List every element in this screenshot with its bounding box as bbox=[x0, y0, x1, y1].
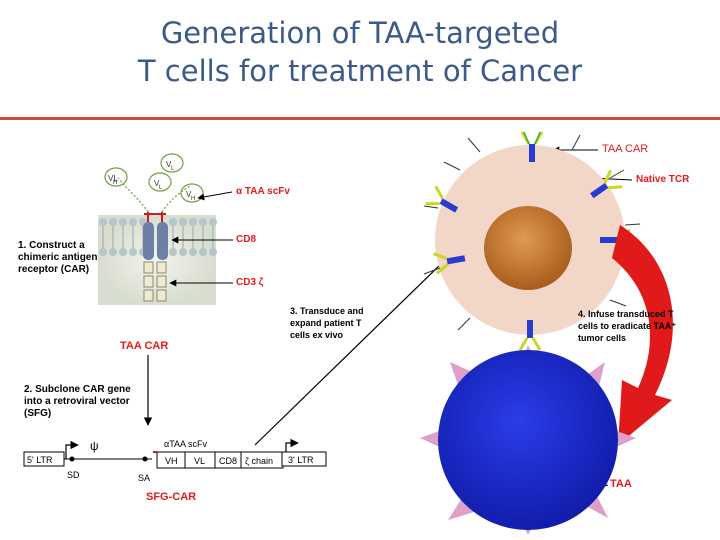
vh-vector-label: VH bbox=[165, 456, 178, 466]
alpha-taa-scfv-label: α TAA scFv bbox=[236, 186, 290, 197]
cd8-vector-label: CD8 bbox=[219, 456, 238, 466]
vl-sub-top: L bbox=[171, 166, 175, 172]
vh-domain-left bbox=[104, 167, 128, 187]
cd3-zeta-chains bbox=[143, 261, 167, 302]
zeta-vector-label: ζ chain bbox=[245, 456, 273, 466]
ltr3-label: 3' LTR bbox=[288, 455, 314, 465]
sa-label: SA bbox=[138, 473, 151, 483]
t-cell bbox=[423, 131, 641, 351]
vl-sub-mid: L bbox=[159, 185, 163, 191]
vl-vector-label: VL bbox=[194, 456, 206, 466]
taa-car-label-top: TAA CAR bbox=[602, 143, 649, 155]
scfv-vector-label: αTAA scFv bbox=[164, 439, 208, 449]
taa-label: TAA bbox=[610, 478, 632, 490]
title-rule bbox=[0, 117, 720, 120]
title-line-1: Generation of TAA-targeted bbox=[160, 16, 560, 50]
tumor-cell bbox=[420, 345, 636, 535]
svg-text:V: V bbox=[186, 190, 192, 199]
vh-sub-right: H bbox=[191, 196, 195, 202]
ltr5-label: 5' LTR bbox=[27, 455, 53, 465]
title-line-2: T cells for treatment of Cancer bbox=[137, 54, 583, 88]
vh-domain-right bbox=[180, 183, 204, 203]
sd-label: SD bbox=[67, 470, 80, 480]
membrane-schematic: VL V V V H L L H bbox=[98, 153, 217, 305]
psi-label: ψ bbox=[90, 439, 99, 453]
native-tcr-label: Native TCR bbox=[636, 174, 690, 185]
vl-domain-mid bbox=[148, 172, 172, 192]
t-cell-nucleus bbox=[484, 206, 572, 290]
vh-label-left: VL bbox=[108, 174, 118, 183]
cd3-zeta-label: CD3 ζ bbox=[236, 277, 264, 288]
cd8-domain-right bbox=[157, 222, 168, 260]
svg-text:V: V bbox=[154, 179, 160, 188]
taa-car-label-left: TAA CAR bbox=[120, 340, 169, 352]
cd8-label: CD8 bbox=[236, 234, 257, 245]
vh-sub-left: H bbox=[113, 180, 117, 186]
cd8-domain-left bbox=[143, 222, 154, 260]
sfg-vector bbox=[23, 438, 327, 469]
sfg-car-label: SFG-CAR bbox=[146, 491, 197, 503]
vl-domain-top bbox=[160, 153, 184, 173]
ltr3-box bbox=[281, 451, 327, 467]
slide-title: Generation of TAA-targeted T cells for t… bbox=[0, 14, 720, 90]
svg-text:V: V bbox=[166, 160, 172, 169]
infuse-arrow bbox=[612, 225, 673, 445]
